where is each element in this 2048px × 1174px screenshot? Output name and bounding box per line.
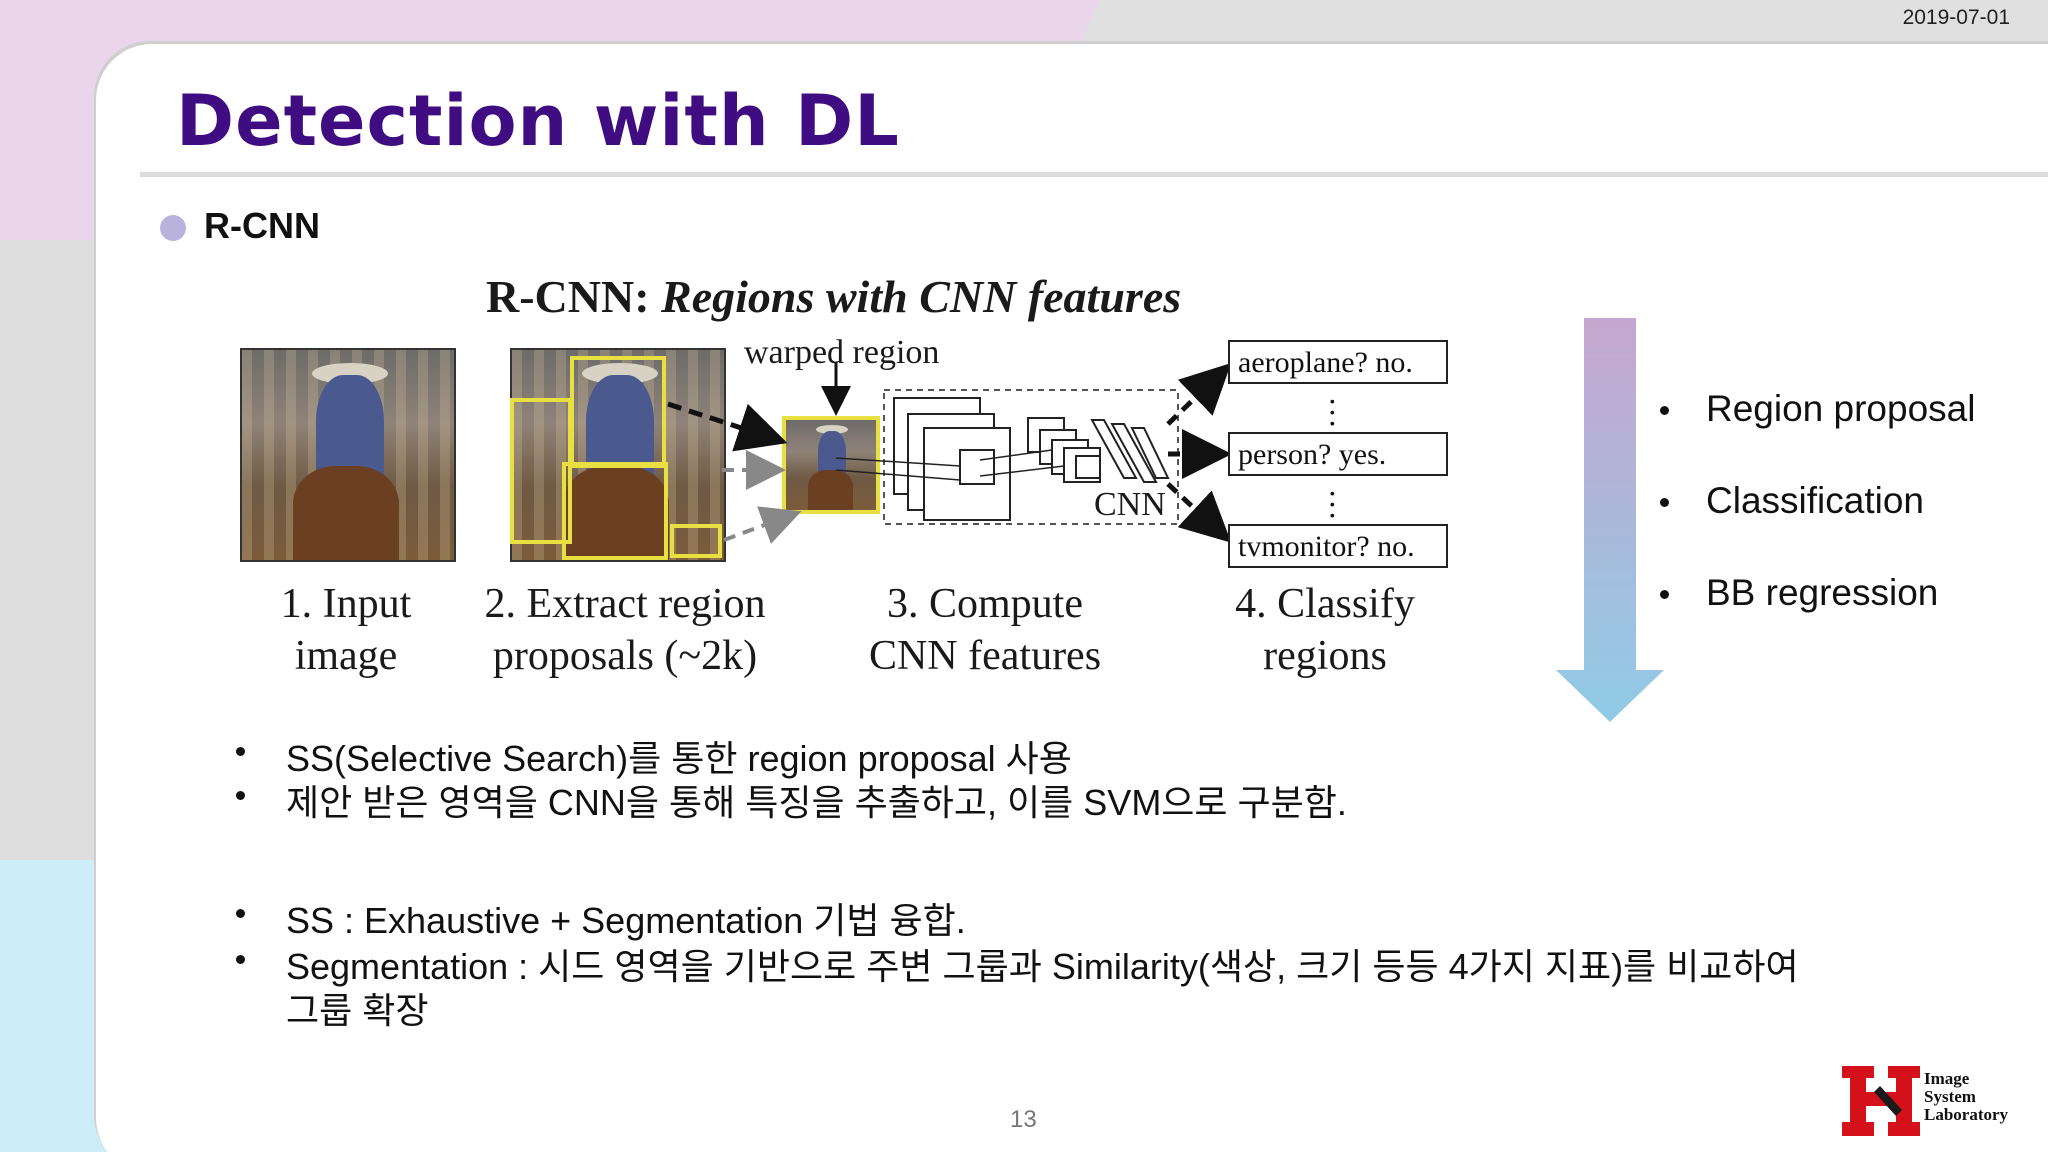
figure-title-prefix: R-CNN:	[486, 271, 662, 322]
proposal-image	[510, 348, 726, 562]
input-image	[240, 348, 456, 562]
class-result-person: person? yes.	[1228, 432, 1448, 476]
ellipsis-dots: ···	[1327, 475, 1338, 533]
title-divider	[140, 172, 2048, 177]
proposal-box	[570, 356, 666, 468]
slide-date: 2019-07-01	[1902, 6, 2010, 29]
warped-region-label: warped region	[744, 334, 940, 371]
warped-region-image	[782, 416, 880, 514]
section-heading: R-CNN	[204, 205, 320, 246]
figure-title-italic: Regions with CNN features	[661, 271, 1182, 322]
proposal-box	[510, 398, 572, 544]
section-bullet-icon	[160, 215, 186, 241]
class-result-tvmonitor: tvmonitor? no.	[1228, 524, 1448, 568]
figure-title: R-CNN: Regions with CNN features	[486, 270, 1181, 323]
cnn-label: CNN	[1094, 486, 1166, 523]
class-result-aeroplane: aeroplane? no.	[1228, 340, 1448, 384]
proposal-box	[670, 524, 722, 558]
lab-logo-icon	[1842, 1066, 1920, 1136]
page-number: 13	[1010, 1106, 1037, 1133]
proposal-box	[562, 462, 668, 560]
slide-card	[96, 44, 2048, 1174]
slide-title: Detection with DL	[176, 80, 900, 162]
ellipsis-dots: ···	[1327, 383, 1338, 441]
